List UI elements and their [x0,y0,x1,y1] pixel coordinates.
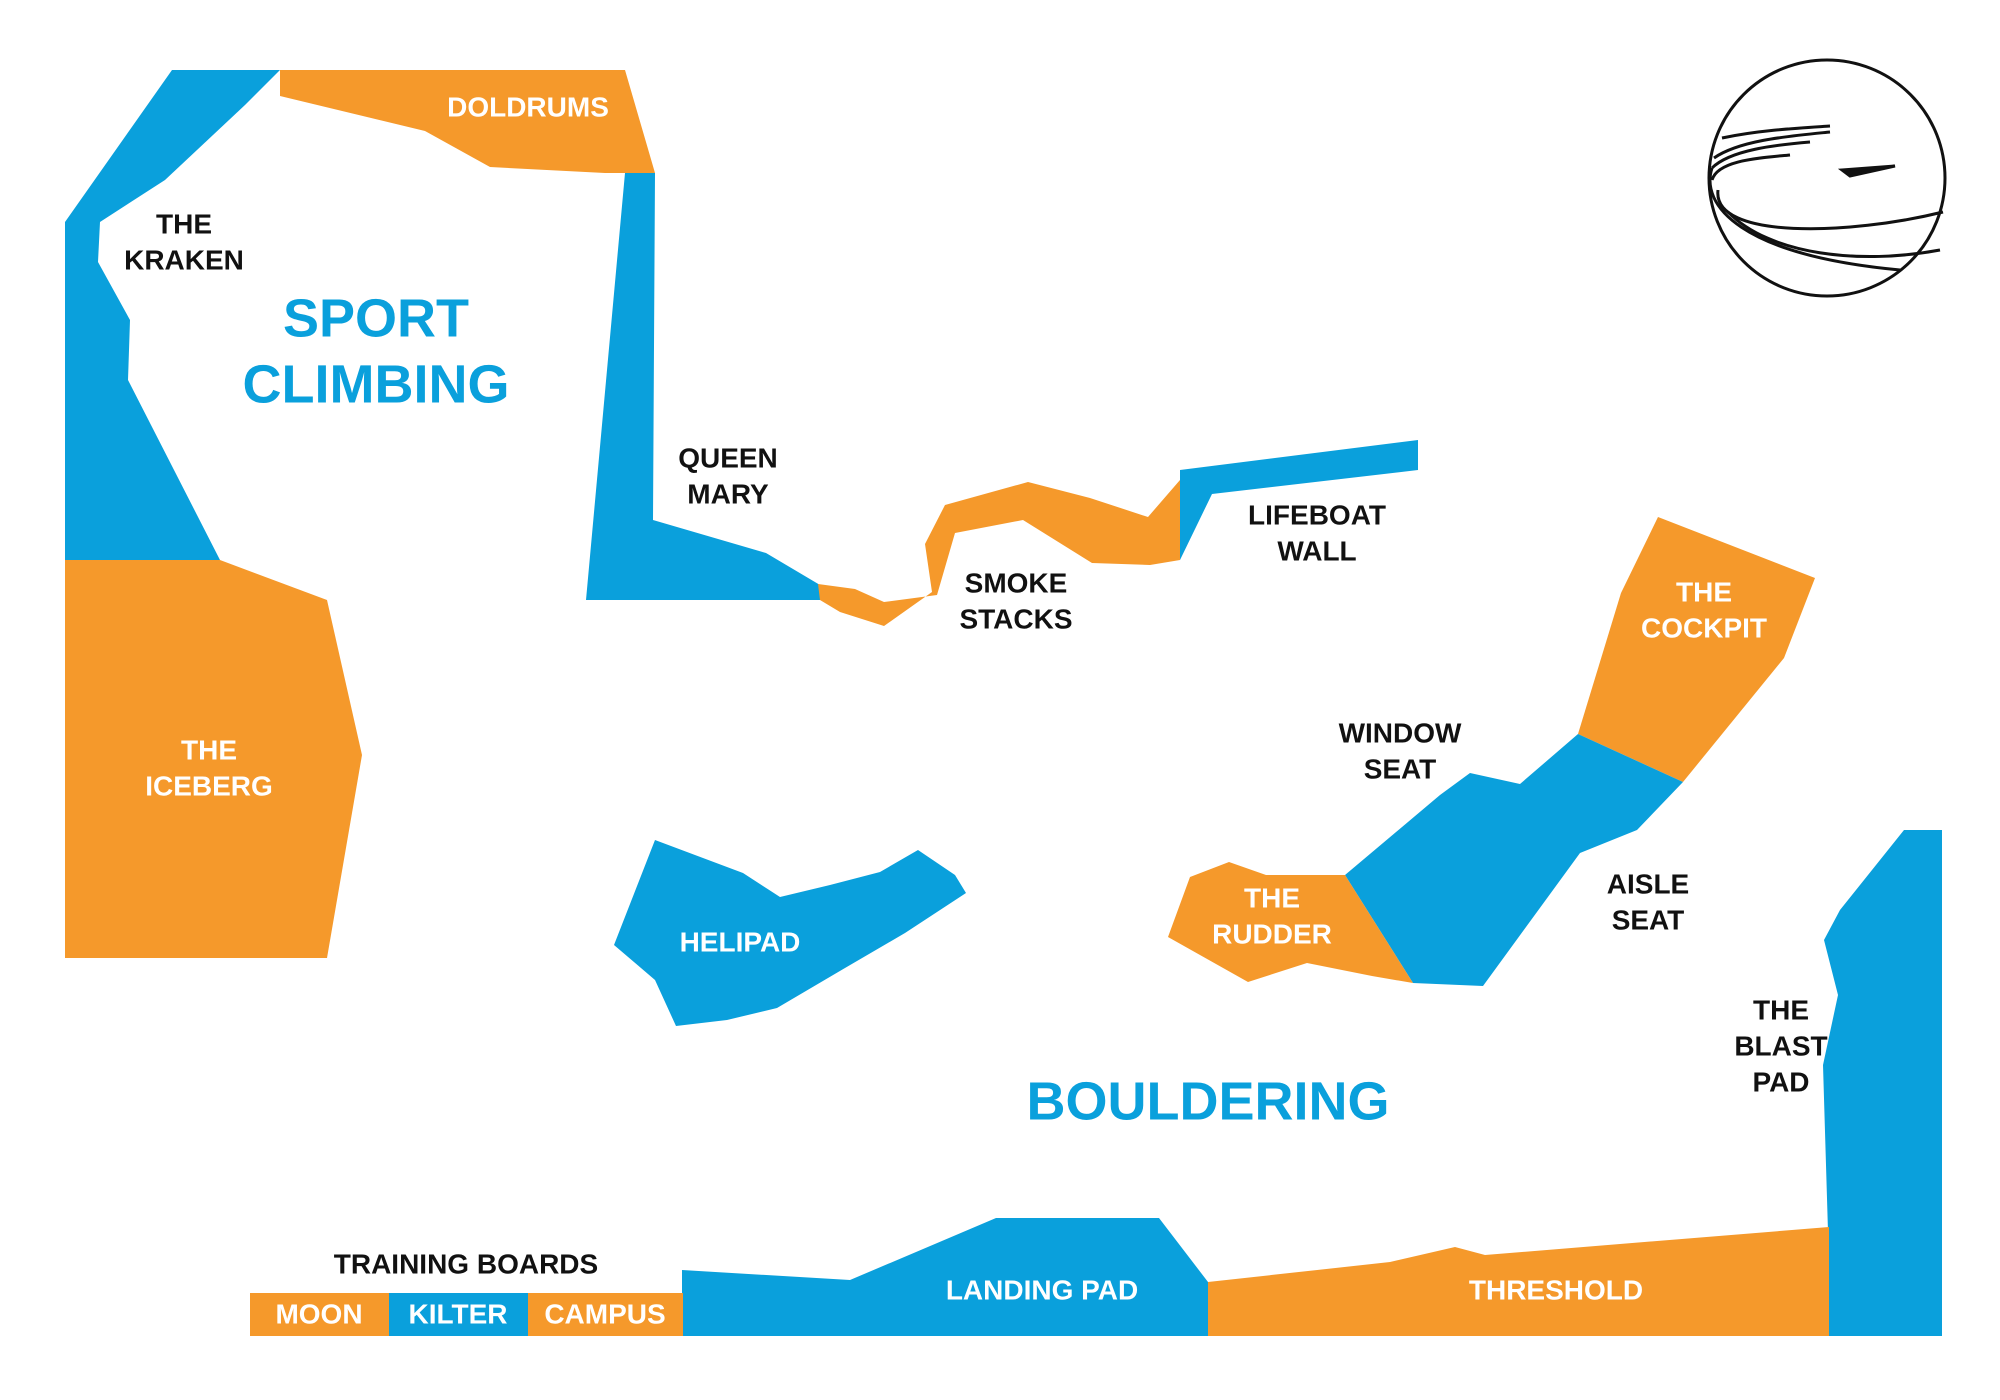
rudder-wall[interactable] [1168,862,1413,983]
label-blast-pad: THE BLAST PAD [1734,994,1827,1097]
board-label-campus: CAMPUS [544,1298,665,1329]
board-label-moon-line: MOON [275,1298,362,1329]
label-queen-mary: QUEEN MARY [678,442,778,509]
section-title-bouldering-line: BOULDERING [1027,1071,1390,1131]
label-aisle-seat-line: AISLE [1607,868,1689,899]
lifeboat-wall[interactable] [1180,440,1418,560]
label-landing-pad: LANDING PAD [946,1274,1138,1305]
label-blast-pad-line: BLAST [1734,1030,1827,1061]
label-blast-pad-line: THE [1753,994,1809,1025]
label-window-seat-line: WINDOW [1339,717,1462,748]
label-queen-mary-line: QUEEN [678,442,778,473]
label-aisle-seat: AISLE SEAT [1607,868,1689,935]
section-title-sport-climbing-line: CLIMBING [243,354,510,414]
label-iceberg: THE ICEBERG [145,734,273,801]
label-cockpit-line: COCKPIT [1641,612,1767,643]
label-doldrums-line: DOLDRUMS [447,91,609,122]
label-smoke-stacks-line: STACKS [959,603,1072,634]
label-blast-pad-line: PAD [1752,1066,1809,1097]
label-iceberg-line: THE [181,734,237,765]
iceberg-wall[interactable] [65,560,362,958]
label-kraken-line: KRAKEN [124,244,244,275]
label-window-seat: WINDOW SEAT [1339,717,1462,784]
label-rudder: THE RUDDER [1212,882,1332,949]
label-landing-pad-line: LANDING PAD [946,1274,1138,1305]
board-label-campus-line: CAMPUS [544,1298,665,1329]
cockpit-wall[interactable] [1578,517,1815,782]
label-window-seat-line: SEAT [1364,753,1437,784]
label-doldrums: DOLDRUMS [447,91,609,122]
window-aisle-seat-wall[interactable] [1345,734,1683,986]
circle-swoosh-logo-icon [1707,58,1947,298]
label-kraken: THE KRAKEN [124,208,244,275]
label-lifeboat-wall-line: WALL [1277,535,1356,566]
label-threshold-line: THRESHOLD [1469,1274,1643,1305]
label-queen-mary-line: MARY [687,478,769,509]
board-label-kilter: KILTER [408,1298,507,1329]
board-label-kilter-line: KILTER [408,1298,507,1329]
moon-board[interactable] [250,1293,389,1336]
training-boards-title-line: TRAINING BOARDS [334,1248,598,1279]
label-aisle-seat-line: SEAT [1612,904,1685,935]
blast-pad-wall[interactable] [1823,830,1942,1336]
section-title-bouldering: BOULDERING [1027,1071,1390,1131]
label-iceberg-line: ICEBERG [145,770,273,801]
label-lifeboat-wall: LIFEBOAT WALL [1248,499,1386,566]
label-helipad-line: HELIPAD [680,926,801,957]
campus-board[interactable] [528,1293,683,1336]
label-kraken-line: THE [156,208,212,239]
doldrums-wall[interactable] [280,70,655,173]
label-smoke-stacks-line: SMOKE [965,567,1068,598]
kilter-board[interactable] [389,1293,528,1336]
label-cockpit-line: THE [1676,576,1732,607]
queen-mary-wall[interactable] [586,173,820,600]
label-threshold: THRESHOLD [1469,1274,1643,1305]
section-title-sport-climbing-line: SPORT [283,288,469,348]
kraken-wall[interactable] [65,70,280,560]
helipad-wall[interactable] [614,840,966,1026]
label-helipad: HELIPAD [680,926,801,957]
smoke-stacks-wall[interactable] [818,480,1180,626]
label-rudder-line: THE [1244,882,1300,913]
label-cockpit: THE COCKPIT [1641,576,1767,643]
board-label-moon: MOON [275,1298,362,1329]
label-rudder-line: RUDDER [1212,918,1332,949]
label-lifeboat-wall-line: LIFEBOAT [1248,499,1386,530]
label-smoke-stacks: SMOKE STACKS [959,567,1072,634]
landing-pad-wall[interactable] [682,1218,1208,1336]
training-boards-title: TRAINING BOARDS [334,1248,598,1279]
threshold-wall[interactable] [1208,1227,1829,1336]
